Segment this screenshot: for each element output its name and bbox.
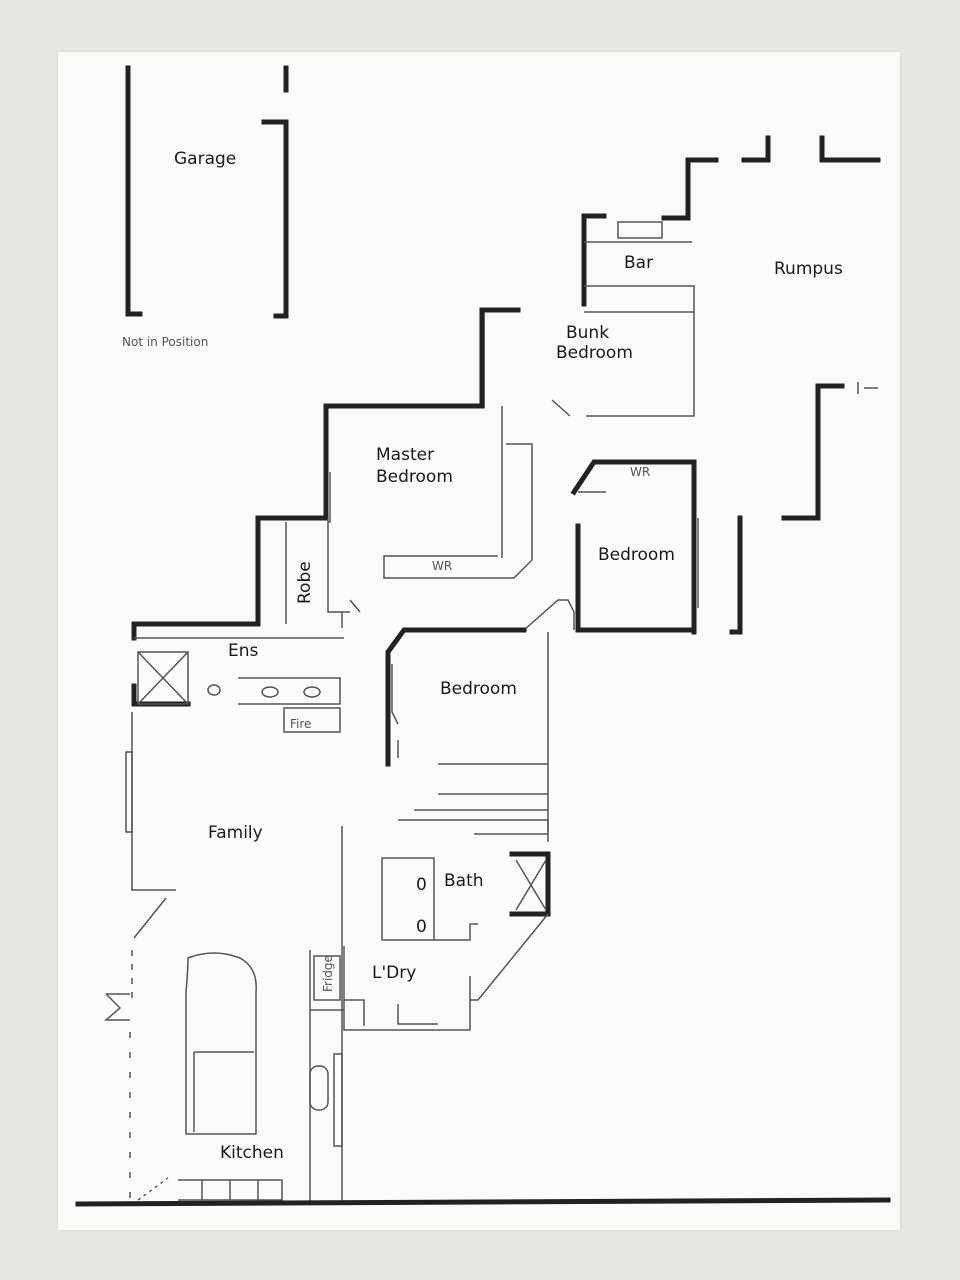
- paper-sheet: Garage Not in Position Bar Rumpus Bunk B…: [58, 52, 900, 1230]
- rumpus-bar-walls: [581, 135, 881, 417]
- garage-note: Not in Position: [122, 335, 208, 349]
- bottom-wall: [75, 1197, 891, 1207]
- garage-label: Garage: [174, 149, 236, 169]
- family-kitchen-walls: [103, 712, 344, 1202]
- kitchen-label: Kitchen: [220, 1143, 284, 1163]
- laundry-walls: [343, 946, 471, 1031]
- rumpus-label: Rumpus: [774, 259, 843, 279]
- wardrobe-label: WR: [432, 559, 452, 573]
- bunk-bedroom-label-1: Bunk: [566, 323, 609, 343]
- wardrobe-label-2: WR: [630, 465, 650, 479]
- floor-plan: Garage Not in Position Bar Rumpus Bunk B…: [75, 65, 891, 1207]
- family-label: Family: [208, 823, 263, 843]
- master-bedroom-label-2: Bedroom: [376, 467, 453, 487]
- bar-label: Bar: [624, 253, 653, 273]
- garage-outline: [125, 65, 289, 319]
- bath-label: Bath: [444, 871, 484, 891]
- bunk-bedroom-label-2: Bedroom: [556, 343, 633, 363]
- basin-1: 0: [416, 875, 427, 895]
- master-bedroom-label-1: Master: [376, 445, 434, 465]
- robe-walls: [285, 522, 343, 628]
- ens-label: Ens: [228, 641, 259, 661]
- ensuite-walls: [131, 621, 344, 733]
- basin-2: 0: [416, 917, 427, 937]
- laundry-label: L'Dry: [372, 963, 416, 983]
- east-bedroom-label: Bedroom: [598, 545, 675, 565]
- bath-walls: [381, 819, 551, 1001]
- mid-bedroom-walls: [385, 627, 549, 832]
- east-bedroom-walls: [523, 382, 878, 635]
- fire-label: Fire: [290, 717, 311, 731]
- bunk-bedroom-walls: [479, 307, 571, 417]
- robe-label: Robe: [295, 561, 315, 604]
- fridge-label: Fridge: [321, 955, 335, 992]
- mid-bedroom-label: Bedroom: [440, 679, 517, 699]
